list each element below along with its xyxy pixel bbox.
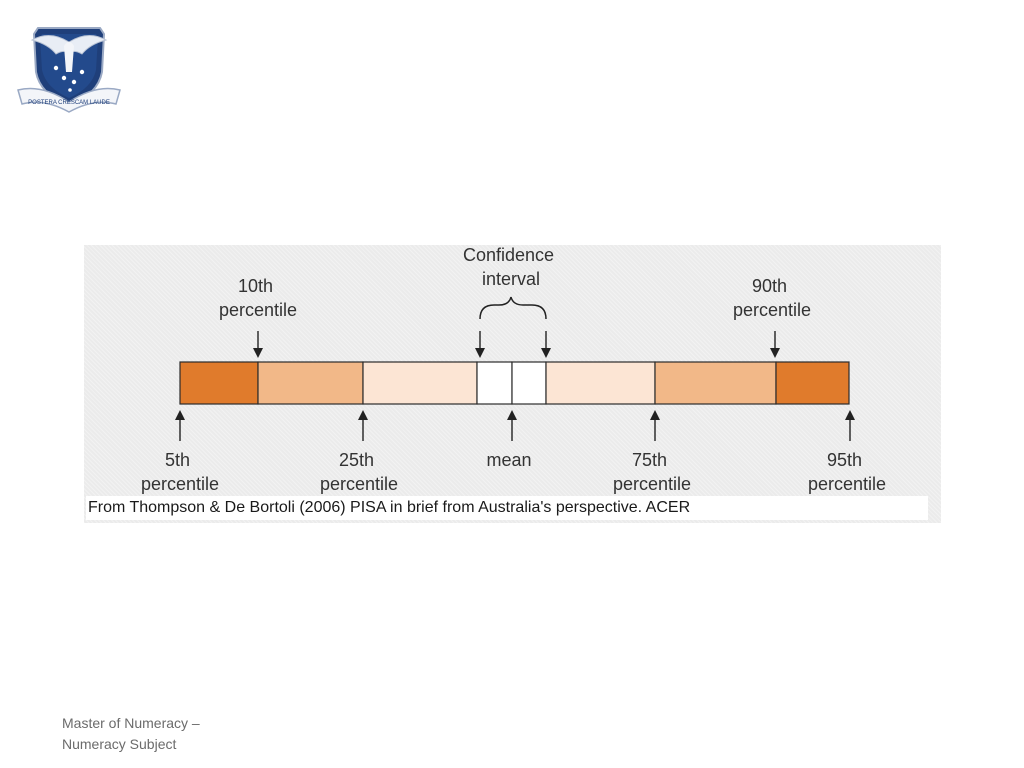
percentile-diagram-figure: Confidence interval <box>84 245 941 523</box>
label-5th-percentile: 5th percentile <box>141 450 219 494</box>
logo-motto: POSTERA CRESCAM LAUDE <box>28 100 110 106</box>
segment-25th-ci <box>362 361 478 405</box>
segment-ci-upper <box>511 361 547 405</box>
label-95th-line-2: percentile <box>808 474 886 494</box>
slide-footer: Master of Numeracy – Numeracy Subject <box>62 713 322 755</box>
figure-caption: From Thompson & De Bortoli (2006) PISA i… <box>86 496 928 520</box>
footer-line-1: Master of Numeracy – <box>62 715 200 731</box>
label-10th-percentile: 10th percentile <box>219 276 297 320</box>
label-75th-percentile: 75th percentile <box>613 450 691 494</box>
label-95th-line-1: 95th <box>827 450 862 470</box>
percentile-bar <box>179 361 850 405</box>
university-crest-icon: POSTERA CRESCAM LAUDE <box>17 27 121 113</box>
segment-90th-95th <box>775 361 850 405</box>
label-25th-percentile: 25th percentile <box>320 450 398 494</box>
footer-line-2: Numeracy Subject <box>62 736 177 752</box>
segment-10th-25th <box>257 361 364 405</box>
label-10th-line-1: 10th <box>238 276 273 296</box>
confidence-title-line-1: Confidence <box>463 245 554 265</box>
segment-5th-10th <box>179 361 259 405</box>
confidence-interval-title: Confidence interval <box>463 245 559 289</box>
label-75th-line-1: 75th <box>632 450 667 470</box>
confidence-title-line-2: interval <box>482 269 540 289</box>
segment-ci-75th <box>545 361 656 405</box>
label-5th-line-1: 5th <box>165 450 190 470</box>
label-25th-line-2: percentile <box>320 474 398 494</box>
label-90th-line-1: 90th <box>752 276 787 296</box>
segment-ci-lower <box>476 361 513 405</box>
confidence-brace <box>479 296 547 320</box>
label-25th-line-1: 25th <box>339 450 374 470</box>
label-5th-line-2: percentile <box>141 474 219 494</box>
percentile-diagram: Confidence interval <box>141 245 886 494</box>
label-mean-line-1: mean <box>486 450 531 470</box>
label-75th-line-2: percentile <box>613 474 691 494</box>
label-10th-line-2: percentile <box>219 300 297 320</box>
label-90th-percentile: 90th percentile <box>733 276 811 320</box>
label-90th-line-2: percentile <box>733 300 811 320</box>
label-95th-percentile: 95th percentile <box>808 450 886 494</box>
label-mean: mean <box>486 450 531 470</box>
segment-75th-90th <box>654 361 777 405</box>
